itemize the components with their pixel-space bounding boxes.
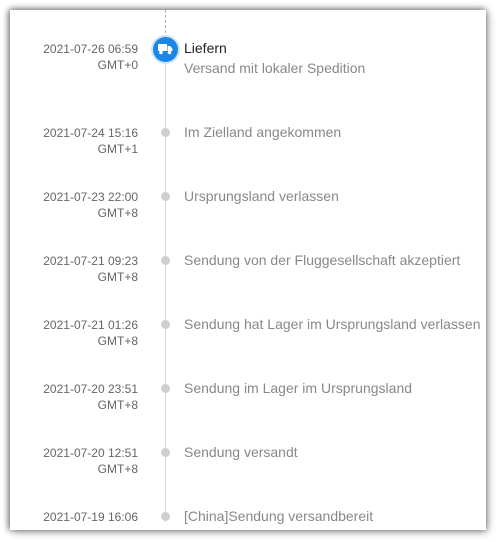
timeline-dot	[161, 256, 170, 265]
timeline-event: 2021-07-21 09:23 GMT+8 Sendung von der F…	[10, 252, 486, 303]
event-status: Liefern	[184, 40, 227, 56]
timeline-event: 2021-07-20 12:51 GMT+8 Sendung versandt	[10, 444, 486, 495]
event-timestamp: 2021-07-21 09:23 GMT+8	[43, 253, 138, 285]
event-timestamp: 2021-07-21 01:26 GMT+8	[43, 317, 138, 349]
event-timezone: GMT+8	[97, 398, 138, 412]
event-status: [China]Sendung versandbereit	[184, 508, 374, 524]
truck-icon	[153, 37, 178, 62]
timeline-event-current: 2021-07-26 06:59 GMT+0 Liefern Versand m…	[10, 37, 486, 91]
timeline-event: 2021-07-24 15:16 GMT+1 Im Zielland angek…	[10, 124, 486, 175]
event-timestamp: 2021-07-19 16:06	[43, 509, 138, 525]
event-timestamp: 2021-07-26 06:59 GMT+0	[43, 41, 138, 73]
timeline-dot	[161, 384, 170, 393]
event-date: 2021-07-24 15:16	[43, 126, 138, 140]
event-timezone: GMT+8	[97, 206, 138, 220]
event-status: Im Zielland angekommen	[184, 124, 342, 140]
event-date: 2021-07-26 06:59	[43, 42, 138, 56]
event-timestamp: 2021-07-23 22:00 GMT+8	[43, 189, 138, 221]
event-date: 2021-07-20 12:51	[43, 446, 138, 460]
event-status: Sendung im Lager im Ursprungsland	[184, 380, 413, 396]
timeline-line	[165, 52, 166, 522]
event-date: 2021-07-21 01:26	[43, 318, 138, 332]
event-status: Sendung versandt	[184, 444, 298, 460]
event-timestamp: 2021-07-24 15:16 GMT+1	[43, 125, 138, 157]
timeline-dashed-connector	[165, 10, 166, 38]
event-detail: Versand mit lokaler Spedition	[184, 60, 366, 76]
event-date: 2021-07-21 09:23	[43, 254, 138, 268]
timeline-dot	[161, 512, 170, 521]
event-timezone: GMT+0	[97, 58, 138, 72]
timeline-dot	[161, 320, 170, 329]
timeline-event: 2021-07-19 16:06 [China]Sendung versandb…	[10, 508, 486, 530]
event-timestamp: 2021-07-20 23:51 GMT+8	[43, 381, 138, 413]
timeline-dot	[161, 128, 170, 137]
event-status: Sendung hat Lager im Ursprungsland verla…	[184, 316, 481, 332]
event-date: 2021-07-23 22:00	[43, 190, 138, 204]
timeline-event: 2021-07-23 22:00 GMT+8 Ursprungsland ver…	[10, 188, 486, 239]
tracking-timeline-panel: 2021-07-26 06:59 GMT+0 Liefern Versand m…	[10, 10, 486, 530]
event-status: Sendung von der Fluggesellschaft akzepti…	[184, 252, 461, 268]
timeline-dot	[161, 448, 170, 457]
event-date: 2021-07-19 16:06	[43, 510, 138, 524]
event-date: 2021-07-20 23:51	[43, 382, 138, 396]
event-timezone: GMT+8	[97, 334, 138, 348]
timeline-event: 2021-07-21 01:26 GMT+8 Sendung hat Lager…	[10, 316, 486, 367]
event-timezone: GMT+8	[97, 462, 138, 476]
event-timestamp: 2021-07-20 12:51 GMT+8	[43, 445, 138, 477]
event-timezone: GMT+1	[97, 142, 138, 156]
event-timezone: GMT+8	[97, 270, 138, 284]
timeline-dot	[161, 192, 170, 201]
timeline-event: 2021-07-20 23:51 GMT+8 Sendung im Lager …	[10, 380, 486, 431]
event-status: Ursprungsland verlassen	[184, 188, 339, 204]
